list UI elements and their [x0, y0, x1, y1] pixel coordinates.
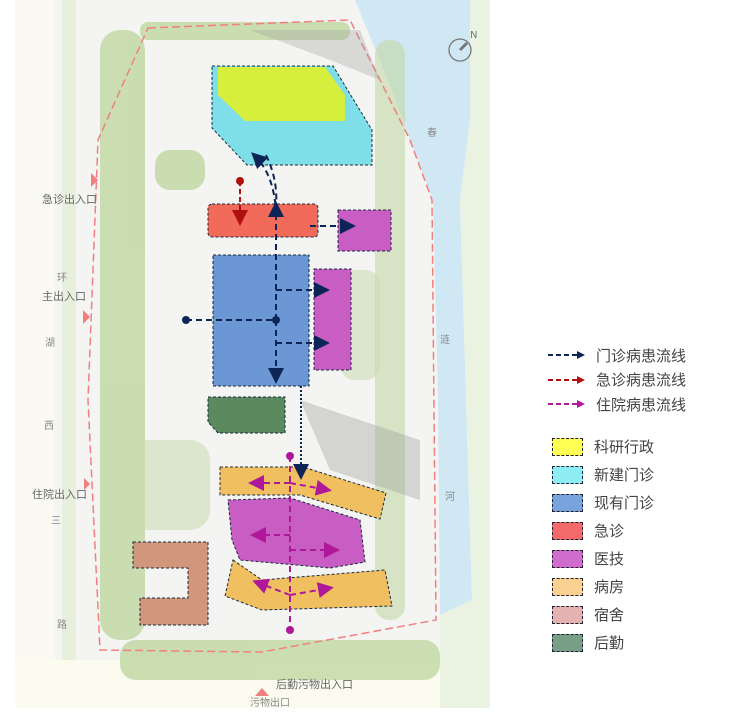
- legend-zone-ward: 病房: [546, 573, 746, 601]
- logistics-building[interactable]: [207, 396, 286, 434]
- emergency-entrance-label: 急诊出入口: [42, 192, 97, 206]
- road-median: [62, 0, 76, 708]
- legend-label: 宿舍: [594, 606, 625, 624]
- river-name-char: 涟: [440, 333, 450, 346]
- site-boundary: [87, 19, 437, 653]
- road-name-char: 西: [44, 421, 54, 432]
- road-name-char: 路: [57, 618, 67, 631]
- legend-swatch: [552, 465, 583, 484]
- flow-line-icon: [546, 398, 586, 410]
- legend-label: 后勤: [594, 634, 625, 652]
- legend-flow-outpatient: 门诊病患流线: [546, 343, 746, 368]
- legend-swatch: [552, 633, 583, 652]
- legend-zone-emergency: 急诊: [546, 517, 746, 545]
- legend-swatch: [552, 605, 583, 624]
- legend: 门诊病患流线 急诊病患流线 住院病患流线 科研行政 新建门诊 现有门诊 急诊 医…: [546, 343, 746, 657]
- legend-zone-research: 科研行政: [546, 433, 746, 461]
- river-name-char: 春: [427, 127, 437, 139]
- compass-north-label: N: [470, 30, 477, 41]
- legend-flow-inpatient: 住院病患流线: [546, 392, 746, 417]
- trees: [100, 22, 440, 680]
- legend-swatch: [552, 549, 583, 568]
- legend-swatch: [552, 437, 583, 456]
- building-shadow: [250, 30, 380, 80]
- legend-swatch: [552, 577, 583, 596]
- entrance-markers: [83, 173, 269, 696]
- compass-icon: N: [448, 30, 477, 62]
- road-name-char: 三: [51, 516, 61, 527]
- legend-label: 住院病患流线: [596, 395, 687, 414]
- outpatient-flow-start: [182, 316, 190, 324]
- road-name-char: 环: [57, 273, 67, 284]
- research-admin-building[interactable]: [218, 67, 345, 121]
- flow-line-icon: [546, 349, 586, 361]
- flow-line-icon: [546, 374, 586, 386]
- roadside: [15, 0, 55, 708]
- dormitory-building[interactable]: [132, 541, 209, 626]
- legend-zone-medtech: 医技: [546, 545, 746, 573]
- river: [355, 0, 472, 615]
- legend-swatch: [552, 521, 583, 540]
- inpatient-entrance-label: 住院出入口: [32, 487, 87, 501]
- legend-zone-logistics: 后勤: [546, 629, 746, 657]
- legend-label: 门诊病患流线: [596, 346, 687, 365]
- outpatient-flow-lines: [186, 152, 356, 480]
- legend-label: 现有门诊: [594, 494, 655, 512]
- legend-zone-dormitory: 宿舍: [546, 601, 746, 629]
- emergency-flow-start: [236, 177, 244, 185]
- river-bank: [440, 0, 490, 708]
- legend-label: 科研行政: [594, 438, 655, 456]
- medtech-building-small[interactable]: [337, 209, 392, 252]
- building-shadow: [300, 400, 420, 500]
- inpatient-flow-start: [286, 452, 294, 460]
- inpatient-flow-lines: [248, 456, 340, 630]
- inpatient-flow-end: [286, 626, 294, 634]
- outpatient-flow-node: [272, 316, 280, 324]
- legend-label: 新建门诊: [594, 466, 655, 484]
- legend-label: 急诊: [594, 522, 625, 540]
- logistics-entrance-label: 后勤污物出入口: [276, 677, 353, 691]
- legend-zone-new-outpatient: 新建门诊: [546, 461, 746, 489]
- main-entrance-label: 主出入口: [42, 289, 86, 303]
- river-name-char: 河: [445, 491, 455, 503]
- legend-swatch: [552, 493, 583, 512]
- medtech-building-tall[interactable]: [313, 268, 352, 371]
- legend-label: 急诊病患流线: [596, 371, 687, 390]
- legend-zone-existing-outpatient: 现有门诊: [546, 489, 746, 517]
- waste-exit-label: 污物出口: [250, 696, 290, 709]
- emergency-building[interactable]: [207, 203, 319, 238]
- legend-flow-emergency: 急诊病患流线: [546, 368, 746, 393]
- road-name-char: 湖: [45, 337, 55, 349]
- legend-label: 医技: [594, 550, 625, 568]
- legend-label: 病房: [594, 578, 625, 596]
